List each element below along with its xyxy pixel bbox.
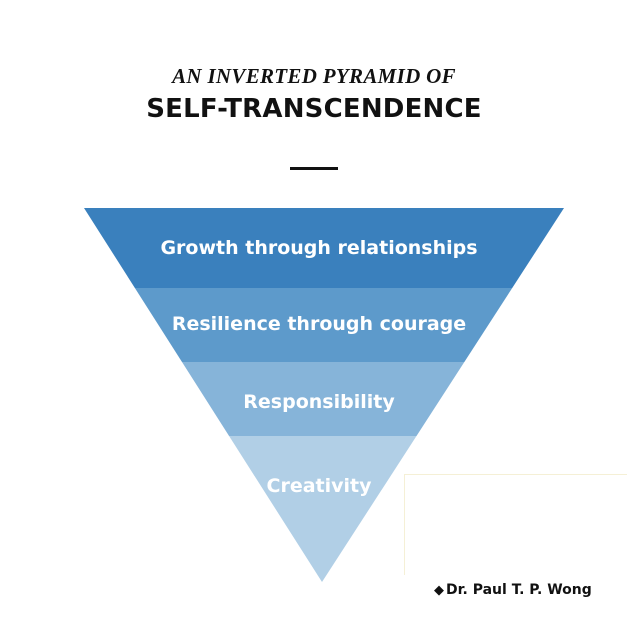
diamond-icon: ◆ — [434, 583, 444, 598]
pyramid-level-1-label: Growth through relationships — [160, 237, 477, 259]
pyramid-level-3-label: Responsibility — [243, 391, 395, 413]
pyramid-level-1 — [84, 208, 564, 288]
pyramid-level-2-label: Resilience through courage — [172, 313, 466, 335]
title-line-2: SELF-TRANSCENDENCE — [146, 94, 482, 124]
pyramid-level-4-label: Creativity — [267, 475, 373, 497]
blank-note-box — [404, 474, 627, 575]
author-name: Dr. Paul T. P. Wong — [446, 582, 592, 598]
author-credit: ◆Dr. Paul T. P. Wong — [434, 582, 592, 598]
title-line-1: AN INVERTED PYRAMID OF — [172, 64, 456, 88]
title-divider — [290, 167, 338, 170]
